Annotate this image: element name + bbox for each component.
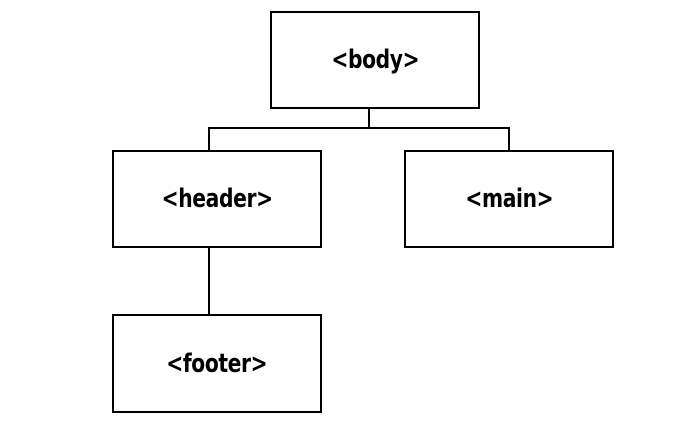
- node-header: <header>: [112, 150, 322, 248]
- node-main-label: <main>: [465, 184, 553, 214]
- connector-body-to-header: [208, 127, 210, 150]
- connector-header-to-footer: [208, 248, 210, 314]
- node-header-label: <header>: [161, 184, 273, 214]
- node-footer: <footer>: [112, 314, 322, 413]
- node-footer-label: <footer>: [166, 348, 268, 379]
- connector-sibling-bar: [208, 127, 510, 129]
- node-main: <main>: [404, 150, 614, 248]
- node-body: <body>: [270, 11, 480, 109]
- connector-body-trunk: [368, 109, 370, 128]
- connector-body-to-main: [508, 127, 510, 150]
- node-body-label: <body>: [331, 45, 419, 75]
